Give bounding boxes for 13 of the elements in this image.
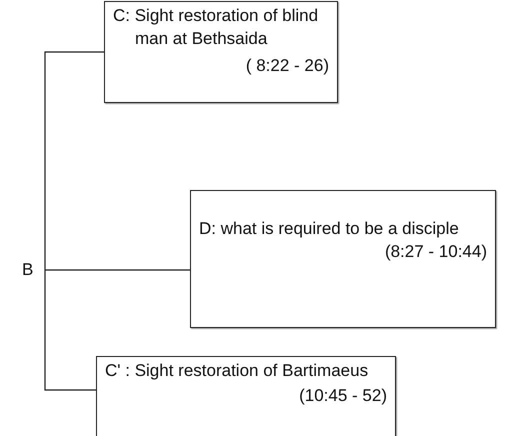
heading-text: C' : Sight restoration of Bartimaeus bbox=[105, 360, 370, 382]
verse-reference: (8:27 - 10:44) bbox=[384, 241, 487, 263]
connector-line bbox=[44, 51, 104, 270]
text-box bbox=[190, 190, 496, 328]
node-label: B bbox=[22, 259, 45, 281]
verse-reference: ( 8:22 - 26) bbox=[244, 55, 329, 77]
text-box bbox=[96, 356, 396, 436]
connector-line bbox=[45, 269, 190, 271]
connector-line bbox=[44, 270, 96, 391]
verse-reference: (10:45 - 52) bbox=[298, 385, 387, 407]
heading-text: C: Sight restoration of blind man at Bethsaida bbox=[113, 5, 320, 50]
text-box bbox=[104, 1, 338, 103]
heading-text: D: what is required to be a disciple bbox=[199, 218, 460, 240]
